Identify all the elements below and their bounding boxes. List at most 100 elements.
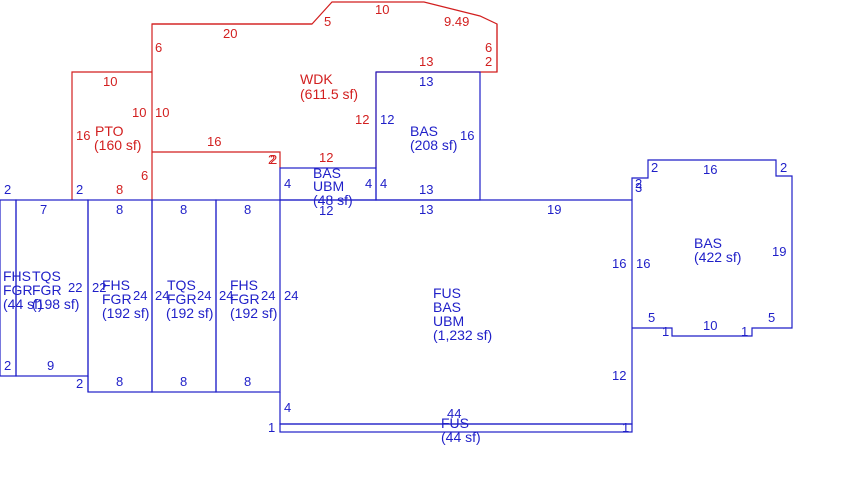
bas-right-outline xyxy=(631,159,793,337)
dim-blue: 13 xyxy=(419,182,433,197)
dim-blue: 8 xyxy=(180,374,187,389)
dim-blue: 8 xyxy=(116,202,123,217)
dim-red: 10 xyxy=(375,2,389,17)
dim-blue: 3 xyxy=(635,180,642,195)
dim-blue: 19 xyxy=(547,202,561,217)
dim-blue: 1 xyxy=(268,420,275,435)
dim-blue: 2 xyxy=(76,182,83,197)
dim-red: 6 xyxy=(485,40,492,55)
tqs2-area: (192 sf) xyxy=(166,305,213,321)
dim-red: 10 xyxy=(103,74,117,89)
dim-blue: 24 xyxy=(284,288,298,303)
dim-blue: 8 xyxy=(180,202,187,217)
dim-blue: 24 xyxy=(155,288,169,303)
tqs-left-area: (198 sf) xyxy=(32,296,79,312)
dim-blue: 16 xyxy=(636,256,650,271)
dim-blue: 16 xyxy=(460,128,474,143)
dim-blue: 12 xyxy=(380,112,394,127)
dim-red: 16 xyxy=(76,128,90,143)
tqs2-code2: FGR xyxy=(167,291,197,307)
dim-blue: 24 xyxy=(261,288,275,303)
dim-red: 20 xyxy=(223,26,237,41)
fhs1-code2: FGR xyxy=(102,291,132,307)
dim-red: 10 xyxy=(155,105,169,120)
dim-blue: 2 xyxy=(651,160,658,175)
dim-blue: 10 xyxy=(703,318,717,333)
dim-blue: 13 xyxy=(419,74,433,89)
fus-strip-box xyxy=(279,423,633,433)
dim-blue: 24 xyxy=(133,288,147,303)
fhs-left-code2: FGR xyxy=(3,282,33,298)
fhs-left-code1: FHS xyxy=(3,268,31,284)
wdk-area: (611.5 sf) xyxy=(300,86,358,102)
fhs3-code2: FGR xyxy=(230,291,260,307)
dim-blue: 2 xyxy=(76,376,83,391)
dim-blue: 19 xyxy=(772,244,786,259)
fus-strip-code: FUS xyxy=(441,415,469,431)
dim-blue: 24 xyxy=(197,288,211,303)
bas-top-code: BAS xyxy=(410,123,438,139)
fhs3-code1: FHS xyxy=(230,277,258,293)
dim-blue: 4 xyxy=(284,400,291,415)
dim-blue: 1 xyxy=(622,420,629,435)
dim-blue: 8 xyxy=(244,374,251,389)
dim-blue: 4 xyxy=(380,176,387,191)
bas-small-area: (48 sf) xyxy=(313,192,353,208)
blue-dimensions: 13 12 16 4 4 4 12 13 13 2 2 7 8 8 8 19 2… xyxy=(4,74,787,435)
red-outlines xyxy=(71,1,498,200)
dim-blue: 5 xyxy=(768,310,775,325)
dim-blue: 2 xyxy=(780,160,787,175)
main-code3: UBM xyxy=(433,313,464,329)
dim-blue: 1 xyxy=(741,324,748,339)
red-dimensions: 10 5 20 9.49 6 2 13 6 10 10 10 16 16 12 … xyxy=(76,2,492,197)
dim-red: 13 xyxy=(419,54,433,69)
bas-small-code1: BAS xyxy=(313,165,341,181)
tqs-left-code2: FGR xyxy=(32,282,62,298)
wdk-code: WDK xyxy=(300,71,333,87)
bas-ubm-small-box xyxy=(279,167,377,201)
dim-blue: 16 xyxy=(612,256,626,271)
dim-blue: 4 xyxy=(284,176,291,191)
dim-blue: 2 xyxy=(4,358,11,373)
bas-right-code: BAS xyxy=(694,235,722,251)
dim-blue: 8 xyxy=(244,202,251,217)
dim-red: 8 xyxy=(116,182,123,197)
dim-blue: 2 xyxy=(635,176,642,191)
pto-code: PTO xyxy=(95,123,124,139)
dim-blue: 8 xyxy=(116,374,123,389)
dim-red: 12 xyxy=(319,150,333,165)
tqs2-code1: TQS xyxy=(167,277,196,293)
area-labels: WDK (611.5 sf) PTO (160 sf) BAS (208 sf)… xyxy=(3,71,741,445)
dim-blue: 2 xyxy=(4,182,11,197)
fhs3-area: (192 sf) xyxy=(230,305,277,321)
pto-outline xyxy=(71,71,152,200)
fhs1-code1: FHS xyxy=(102,277,130,293)
dim-red: 2 xyxy=(485,54,492,69)
bas-small-code2: UBM xyxy=(313,178,344,194)
bas-top-box xyxy=(375,71,481,201)
dim-red: 6 xyxy=(155,40,162,55)
main-code2: BAS xyxy=(433,299,461,315)
dim-blue: 1 xyxy=(662,324,669,339)
tqs-left-code1: TQS xyxy=(32,268,61,284)
main-area: (1,232 sf) xyxy=(433,327,492,343)
fhs-left-area: (44 sf) xyxy=(3,296,43,312)
dim-red: 9.49 xyxy=(444,14,469,29)
main-code1: FUS xyxy=(433,285,461,301)
dim-blue: 22 xyxy=(68,280,82,295)
dim-blue: 24 xyxy=(219,288,233,303)
dim-red: 16 xyxy=(207,134,221,149)
dim-blue: 9 xyxy=(47,358,54,373)
inner-deck-line xyxy=(152,151,281,168)
dim-red: 12 xyxy=(355,112,369,127)
dim-red: 10 xyxy=(132,105,146,120)
dim-blue: 44 xyxy=(447,406,461,421)
dim-blue: 13 xyxy=(419,202,433,217)
dim-red: 2 xyxy=(270,152,277,167)
dim-blue: 22 xyxy=(92,280,106,295)
fus-strip-area: (44 sf) xyxy=(441,429,481,445)
fhs1-area: (192 sf) xyxy=(102,305,149,321)
dim-blue: 5 xyxy=(648,310,655,325)
dim-blue: 4 xyxy=(365,176,372,191)
